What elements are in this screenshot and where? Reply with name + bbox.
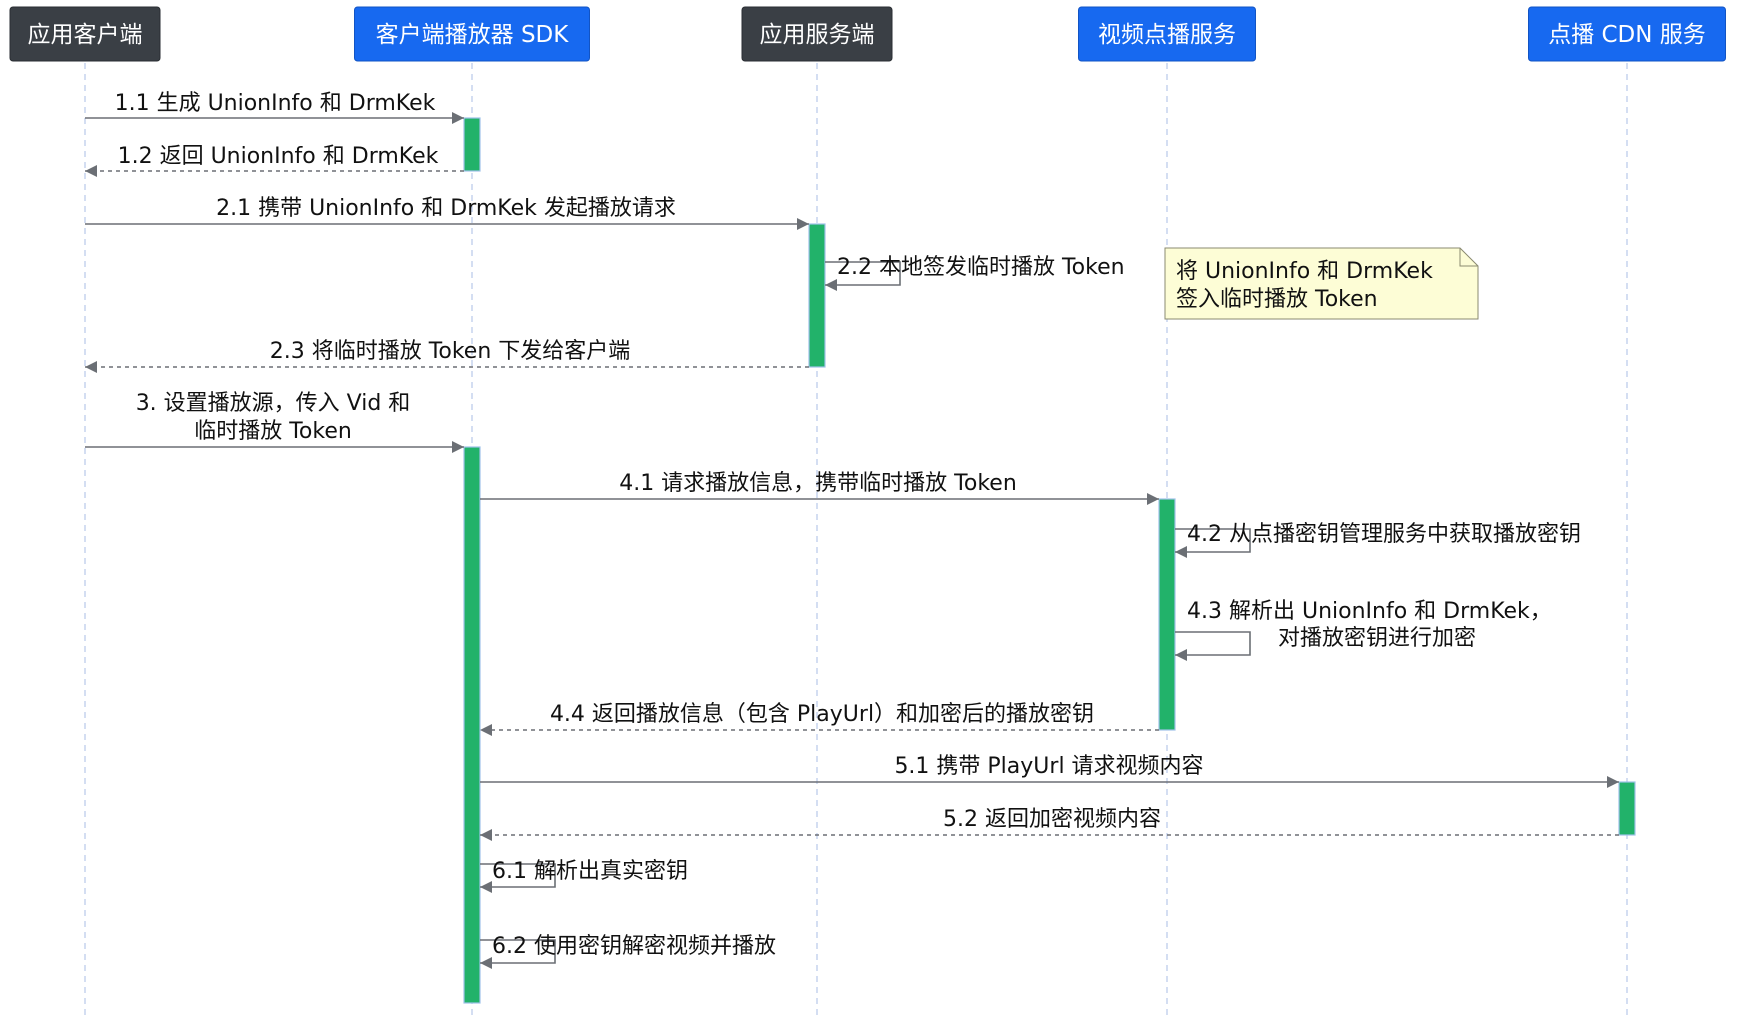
message-6-1: 6.1 解析出真实密钥 xyxy=(480,859,688,893)
message-1-2: 1.2 返回 UnionInfo 和 DrmKek xyxy=(85,144,464,177)
note-text: 将 UnionInfo 和 DrmKek xyxy=(1176,259,1433,284)
message-2-2: 2.2 本地签发临时播放 Token xyxy=(825,255,1125,291)
participant-box xyxy=(1078,6,1256,62)
participant-box xyxy=(741,6,893,62)
participant-label: 应用客户端 xyxy=(28,22,143,48)
message-4-4: 4.4 返回播放信息（包含 PlayUrl）和加密后的播放密钥 xyxy=(480,702,1159,736)
message-label: 4.1 请求播放信息，携带临时播放 Token xyxy=(619,471,1017,496)
message-4-1: 4.1 请求播放信息，携带临时播放 Token xyxy=(480,471,1159,505)
note-layer: 将 UnionInfo 和 DrmKek 签入临时播放 Token xyxy=(1164,247,1479,320)
participant-label: 客户端播放器 SDK xyxy=(376,22,570,48)
activation-bar-app-server xyxy=(808,223,826,368)
self-arrow-6-1 xyxy=(480,863,556,893)
activation-bar-vod-service xyxy=(1158,498,1176,731)
participant-box xyxy=(1528,6,1726,62)
message-label: 3. 设置播放源，传入 Vid 和 xyxy=(136,391,411,416)
message-label: 6.2 使用密钥解密视频并播放 xyxy=(492,934,776,959)
message-label: 4.4 返回播放信息（包含 PlayUrl）和加密后的播放密钥 xyxy=(550,702,1094,727)
message-label: 4.2 从点播密钥管理服务中获取播放密钥 xyxy=(1187,522,1581,547)
message-label: 2.2 本地签发临时播放 Token xyxy=(837,255,1125,280)
note: 将 UnionInfo 和 DrmKek 签入临时播放 Token xyxy=(1164,247,1479,320)
message-label: 5.1 携带 PlayUrl 请求视频内容 xyxy=(894,754,1203,779)
participant-vod-service: 视频点播服务 xyxy=(1078,6,1256,62)
message-label: 1.2 返回 UnionInfo 和 DrmKek xyxy=(118,144,439,169)
self-arrow-6-2 xyxy=(480,939,556,969)
participant-label: 应用服务端 xyxy=(760,22,875,48)
activation-bars xyxy=(463,117,1636,1004)
self-arrow-2-2 xyxy=(825,261,901,291)
message-1-1: 1.1 生成 UnionInfo 和 DrmKek xyxy=(85,91,464,124)
participant-player-sdk: 客户端播放器 SDK xyxy=(354,6,590,62)
note-fold xyxy=(1459,248,1478,267)
participant-box xyxy=(9,6,161,62)
message-6-2: 6.2 使用密钥解密视频并播放 xyxy=(480,934,776,969)
message-5-2: 5.2 返回加密视频内容 xyxy=(480,807,1619,841)
messages: 1.1 生成 UnionInfo 和 DrmKek 1.2 返回 UnionInf… xyxy=(85,91,1619,969)
activation-bar-player-sdk xyxy=(463,117,481,172)
note-box xyxy=(1164,247,1479,320)
message-label: 6.1 解析出真实密钥 xyxy=(492,859,688,884)
note-text: 签入临时播放 Token xyxy=(1176,287,1378,312)
message-label: 对播放密钥进行加密 xyxy=(1278,626,1476,651)
participant-vod-cdn: 点播 CDN 服务 xyxy=(1528,6,1726,62)
participant-label: 视频点播服务 xyxy=(1098,22,1236,48)
participants: 应用客户端 客户端播放器 SDK 应用服务端 视频点播服务 点播 CDN 服务 xyxy=(9,6,1726,62)
message-label: 1.1 生成 UnionInfo 和 DrmKek xyxy=(115,91,436,116)
message-label: 2.1 携带 UnionInfo 和 DrmKek 发起播放请求 xyxy=(216,196,676,221)
message-4-3: 4.3 解析出 UnionInfo 和 DrmKek，对播放密钥进行加密 xyxy=(1175,599,1552,661)
participant-label: 点播 CDN 服务 xyxy=(1548,22,1706,48)
activation-bar-vod-cdn xyxy=(1618,781,1636,836)
message-5-1: 5.1 携带 PlayUrl 请求视频内容 xyxy=(480,754,1619,788)
message-label: 4.3 解析出 UnionInfo 和 DrmKek， xyxy=(1187,599,1552,624)
participant-app-client: 应用客户端 xyxy=(9,6,161,62)
message-label: 2.3 将临时播放 Token 下发给客户端 xyxy=(270,339,631,364)
activation-bar-player-sdk xyxy=(463,446,481,1004)
participant-app-server: 应用服务端 xyxy=(741,6,893,62)
message-label: 临时播放 Token xyxy=(194,419,352,444)
message-4-2: 4.2 从点播密钥管理服务中获取播放密钥 xyxy=(1175,522,1581,558)
message-label: 5.2 返回加密视频内容 xyxy=(943,807,1161,832)
message-2-1: 2.1 携带 UnionInfo 和 DrmKek 发起播放请求 xyxy=(85,196,809,230)
participant-box xyxy=(354,6,590,62)
self-arrow-4-3 xyxy=(1175,631,1251,661)
message-2-3: 2.3 将临时播放 Token 下发给客户端 xyxy=(85,339,809,373)
self-arrow-4-2 xyxy=(1175,528,1251,558)
